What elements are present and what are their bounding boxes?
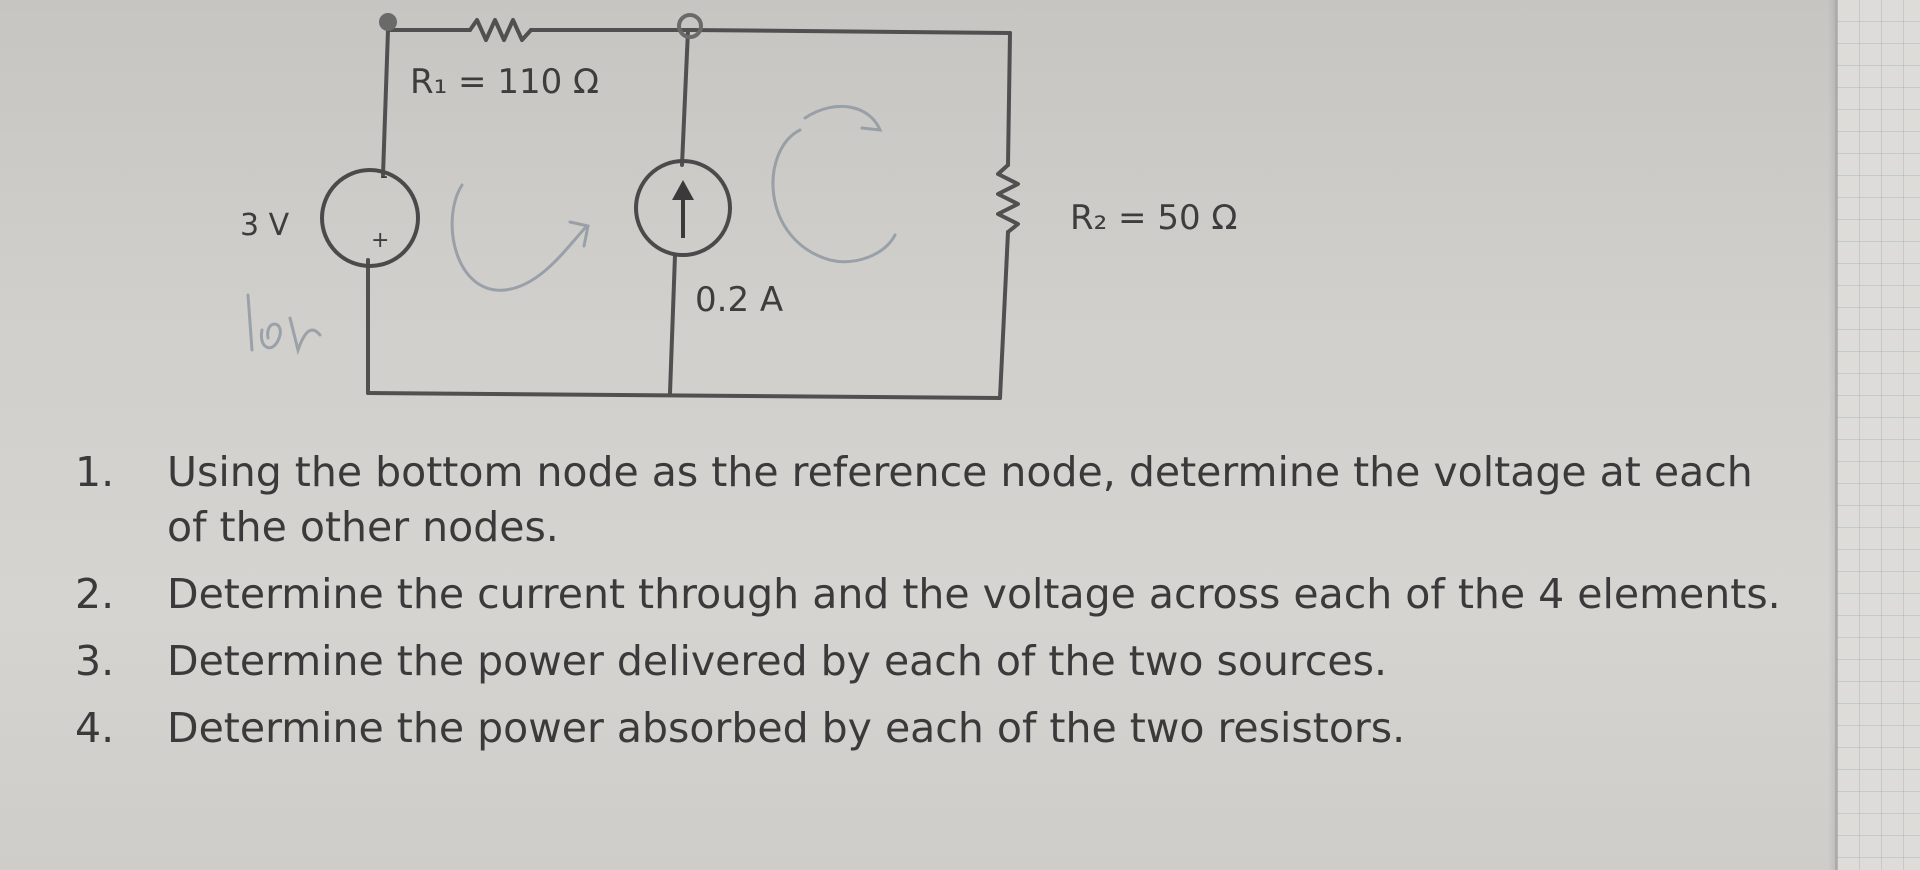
question-list: 1. Using the bottom node as the referenc…	[75, 445, 1795, 768]
wire-middle-lower	[668, 253, 677, 395]
wire-right-lower	[998, 230, 1010, 400]
resistor-r2	[996, 163, 1020, 234]
current-source-arrow-head	[672, 180, 694, 200]
voltage-source-plus: +	[371, 228, 390, 253]
voltage-source-minus: -	[380, 164, 388, 189]
wire-middle-upper	[680, 28, 690, 167]
question-item: 1. Using the bottom node as the referenc…	[75, 445, 1795, 555]
mesh-loop-left-stroke	[450, 183, 587, 292]
question-number: 2.	[75, 570, 115, 618]
wire-bottom	[366, 391, 1002, 400]
mesh-loop-right-stroke	[771, 128, 897, 264]
mesh-loop-left-head	[568, 220, 590, 248]
wire-right-upper	[1006, 31, 1012, 167]
node-top-left	[379, 13, 397, 31]
r2-label: R₂ = 50 Ω	[1070, 198, 1238, 238]
question-number: 3.	[75, 637, 115, 685]
question-text: Determine the power delivered by each of…	[167, 637, 1388, 685]
question-item: 2. Determine the current through and the…	[75, 567, 1795, 622]
graph-paper-sheet	[1835, 0, 1920, 870]
question-text: Determine the power absorbed by each of …	[167, 704, 1406, 752]
wire-top-right	[688, 28, 1012, 35]
mesh-loop-right-head	[803, 104, 883, 132]
page-edge-shadow	[1828, 0, 1838, 870]
question-text: Using the bottom node as the reference n…	[167, 448, 1753, 551]
voltage-source-label: 3 V	[240, 208, 290, 243]
question-item: 3. Determine the power delivered by each…	[75, 634, 1795, 689]
question-number: 1.	[75, 448, 115, 496]
question-number: 4.	[75, 704, 115, 752]
handwritten-note	[246, 293, 322, 356]
current-source-label: 0.2 A	[695, 280, 784, 320]
question-item: 4. Determine the power absorbed by each …	[75, 701, 1795, 756]
node-top-middle	[677, 13, 703, 39]
r1-label: R₁ = 110 Ω	[410, 62, 600, 102]
voltage-source	[320, 168, 420, 268]
wire-left-upper	[381, 28, 390, 177]
current-source	[634, 159, 732, 257]
question-text: Determine the current through and the vo…	[167, 570, 1781, 618]
resistor-r1	[468, 18, 533, 42]
